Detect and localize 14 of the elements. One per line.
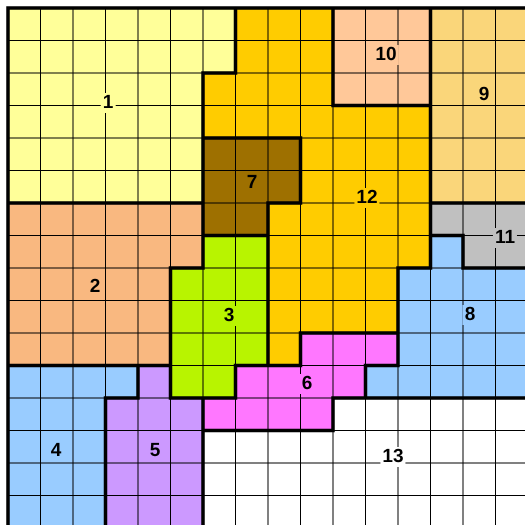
region-number: 12 [354, 188, 380, 208]
region-number: 11 [492, 228, 518, 248]
region-shape [430, 8, 525, 203]
region-number: 1 [100, 93, 116, 113]
region-shape [8, 203, 203, 366]
region-number: 13 [380, 447, 406, 467]
region-number: 8 [462, 305, 478, 325]
region-number: 3 [222, 306, 236, 326]
region-shape [203, 8, 430, 366]
region-number: 6 [300, 374, 314, 394]
region-shape [430, 203, 525, 268]
region-shape [170, 236, 268, 398]
region-shape [106, 366, 203, 525]
region-shape [8, 8, 236, 203]
